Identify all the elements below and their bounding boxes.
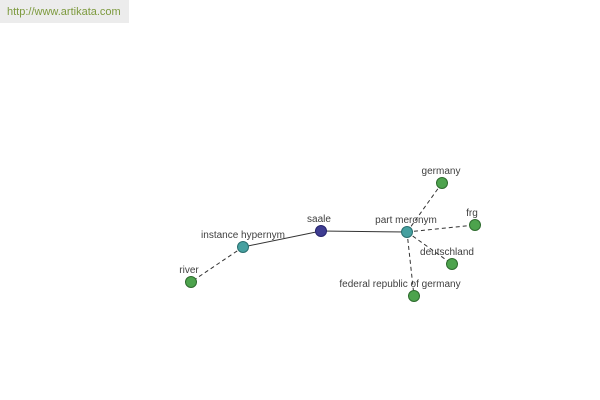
graph-edge-part-meronym--federal-republic-of-germany [406, 231, 415, 297]
graph-edge-part-meronym--germany [406, 182, 443, 233]
node-label-germany: germany [422, 166, 461, 177]
graph-edge-part-meronym--deutschland [406, 231, 453, 265]
graph-node-instance-hypernym[interactable] [237, 241, 249, 253]
graph-node-germany[interactable] [436, 177, 448, 189]
graph-edge-saale--instance-hypernym [242, 230, 322, 248]
graph-node-saale[interactable] [315, 225, 327, 237]
node-label-deutschland: deutschland [420, 247, 474, 258]
graph-edge-instance-hypernym--river [190, 246, 244, 283]
graph-node-deutschland[interactable] [446, 258, 458, 270]
graph-node-part-meronym[interactable] [401, 226, 413, 238]
node-label-federal-republic-of-germany: federal republic of germany [339, 279, 460, 290]
node-label-part-meronym: part meronym [375, 215, 437, 226]
graph-node-federal-republic-of-germany[interactable] [408, 290, 420, 302]
graph-edge-saale--part-meronym [320, 230, 408, 233]
watermark-url: http://www.artikata.com [7, 5, 121, 18]
graph-edge-part-meronym--frg [406, 224, 476, 233]
node-label-instance-hypernym: instance hypernym [201, 230, 285, 241]
node-label-river: river [179, 265, 199, 276]
node-label-saale: saale [307, 214, 331, 225]
watermark: http://www.artikata.com [0, 0, 129, 23]
graph-node-river[interactable] [185, 276, 197, 288]
node-label-frg: frg [466, 208, 478, 219]
graph-node-frg[interactable] [469, 219, 481, 231]
